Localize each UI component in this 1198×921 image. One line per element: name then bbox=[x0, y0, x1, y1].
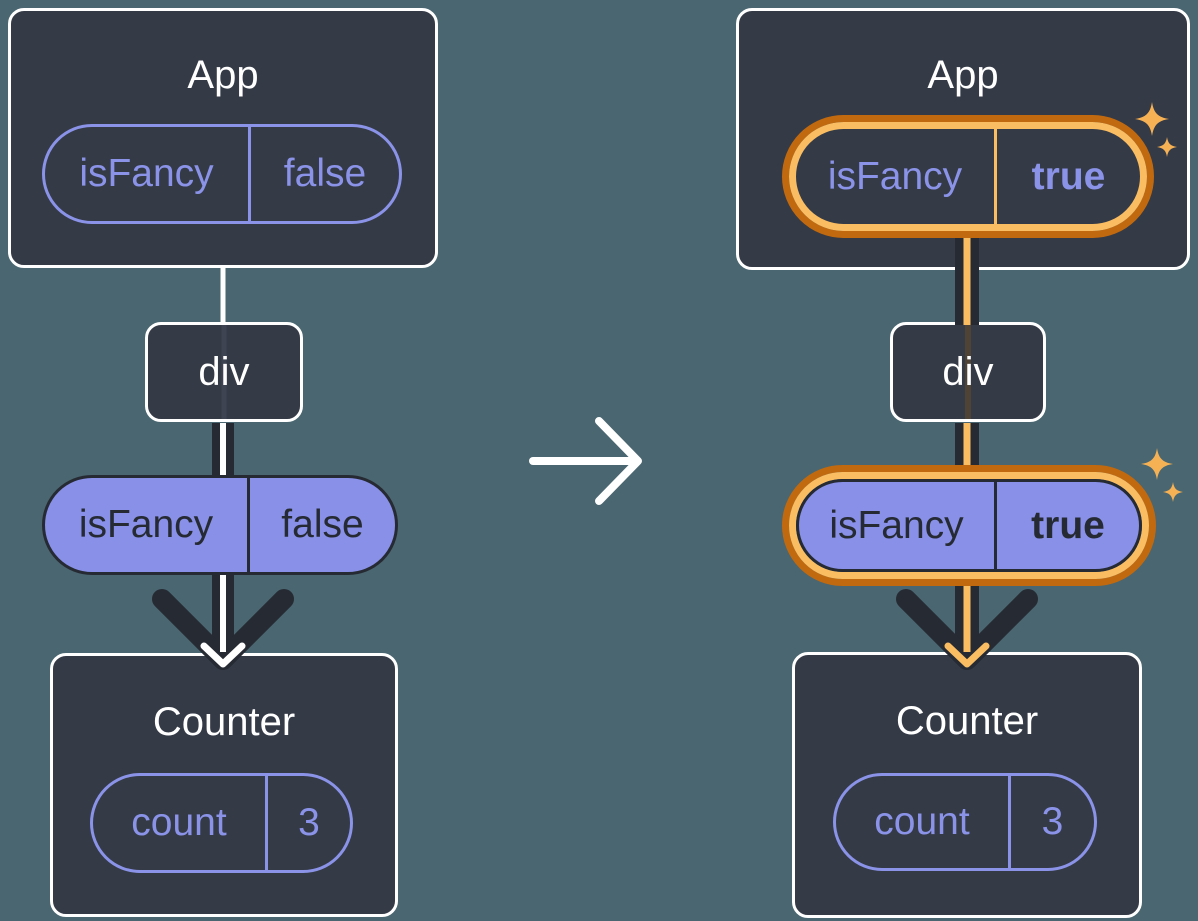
after-div-node: div bbox=[890, 322, 1046, 422]
sparkles-passed-prop bbox=[1141, 448, 1183, 502]
after-div-label: div bbox=[942, 349, 994, 394]
before-app-title: App bbox=[187, 53, 259, 97]
before-div-inner-pipe bbox=[221, 325, 227, 419]
before-counter-state-pill: count 3 bbox=[90, 773, 353, 873]
before-passed-prop-pill: isFancy false bbox=[42, 475, 398, 575]
state-name-cell: count bbox=[836, 776, 1011, 868]
before-counter-title: Counter bbox=[152, 700, 296, 744]
prop-value-cell: false bbox=[281, 503, 364, 546]
after-passed-prop-pill-highlight: isFancy true bbox=[782, 465, 1156, 586]
sparkle-icon bbox=[1163, 482, 1183, 502]
before-app-prop-pill: isFancy false bbox=[42, 124, 402, 224]
before-div-node: div bbox=[145, 322, 303, 422]
prop-value-cell: true bbox=[1031, 154, 1106, 198]
prop-value-cell: true bbox=[1031, 503, 1105, 547]
after-app-prop-pill-highlight: isFancy true bbox=[782, 115, 1154, 238]
after-app-title: App bbox=[927, 53, 999, 97]
transform-arrow-icon bbox=[529, 417, 642, 505]
prop-value-cell: false bbox=[283, 152, 367, 195]
sparkle-icon bbox=[1141, 448, 1173, 480]
before-arrow-tip-icon bbox=[200, 642, 246, 668]
after-passed-prop-ring: isFancy true bbox=[789, 472, 1149, 579]
after-arrow-tip-icon bbox=[944, 642, 990, 668]
transform-arrow-head bbox=[595, 417, 642, 505]
state-value-cell: 3 bbox=[1041, 800, 1064, 843]
sparkle-icon bbox=[1135, 102, 1169, 136]
after-passed-prop-pill: isFancy true bbox=[796, 479, 1142, 572]
prop-name-cell: isFancy bbox=[799, 482, 997, 569]
after-counter-title: Counter bbox=[895, 699, 1039, 743]
sparkle-icon bbox=[1157, 137, 1177, 157]
prop-name-cell: isFancy bbox=[45, 478, 250, 572]
state-value-cell: 3 bbox=[298, 801, 320, 844]
sparkles-app bbox=[1135, 102, 1177, 157]
after-app-prop-pill: isFancy true bbox=[789, 122, 1147, 231]
prop-name-cell: isFancy bbox=[796, 129, 997, 224]
prop-name-cell: isFancy bbox=[45, 127, 251, 221]
before-div-label: div bbox=[198, 349, 250, 394]
after-div-inner-pipe bbox=[965, 325, 971, 419]
state-name-cell: count bbox=[93, 776, 268, 870]
after-counter-state-pill: count 3 bbox=[833, 773, 1097, 871]
